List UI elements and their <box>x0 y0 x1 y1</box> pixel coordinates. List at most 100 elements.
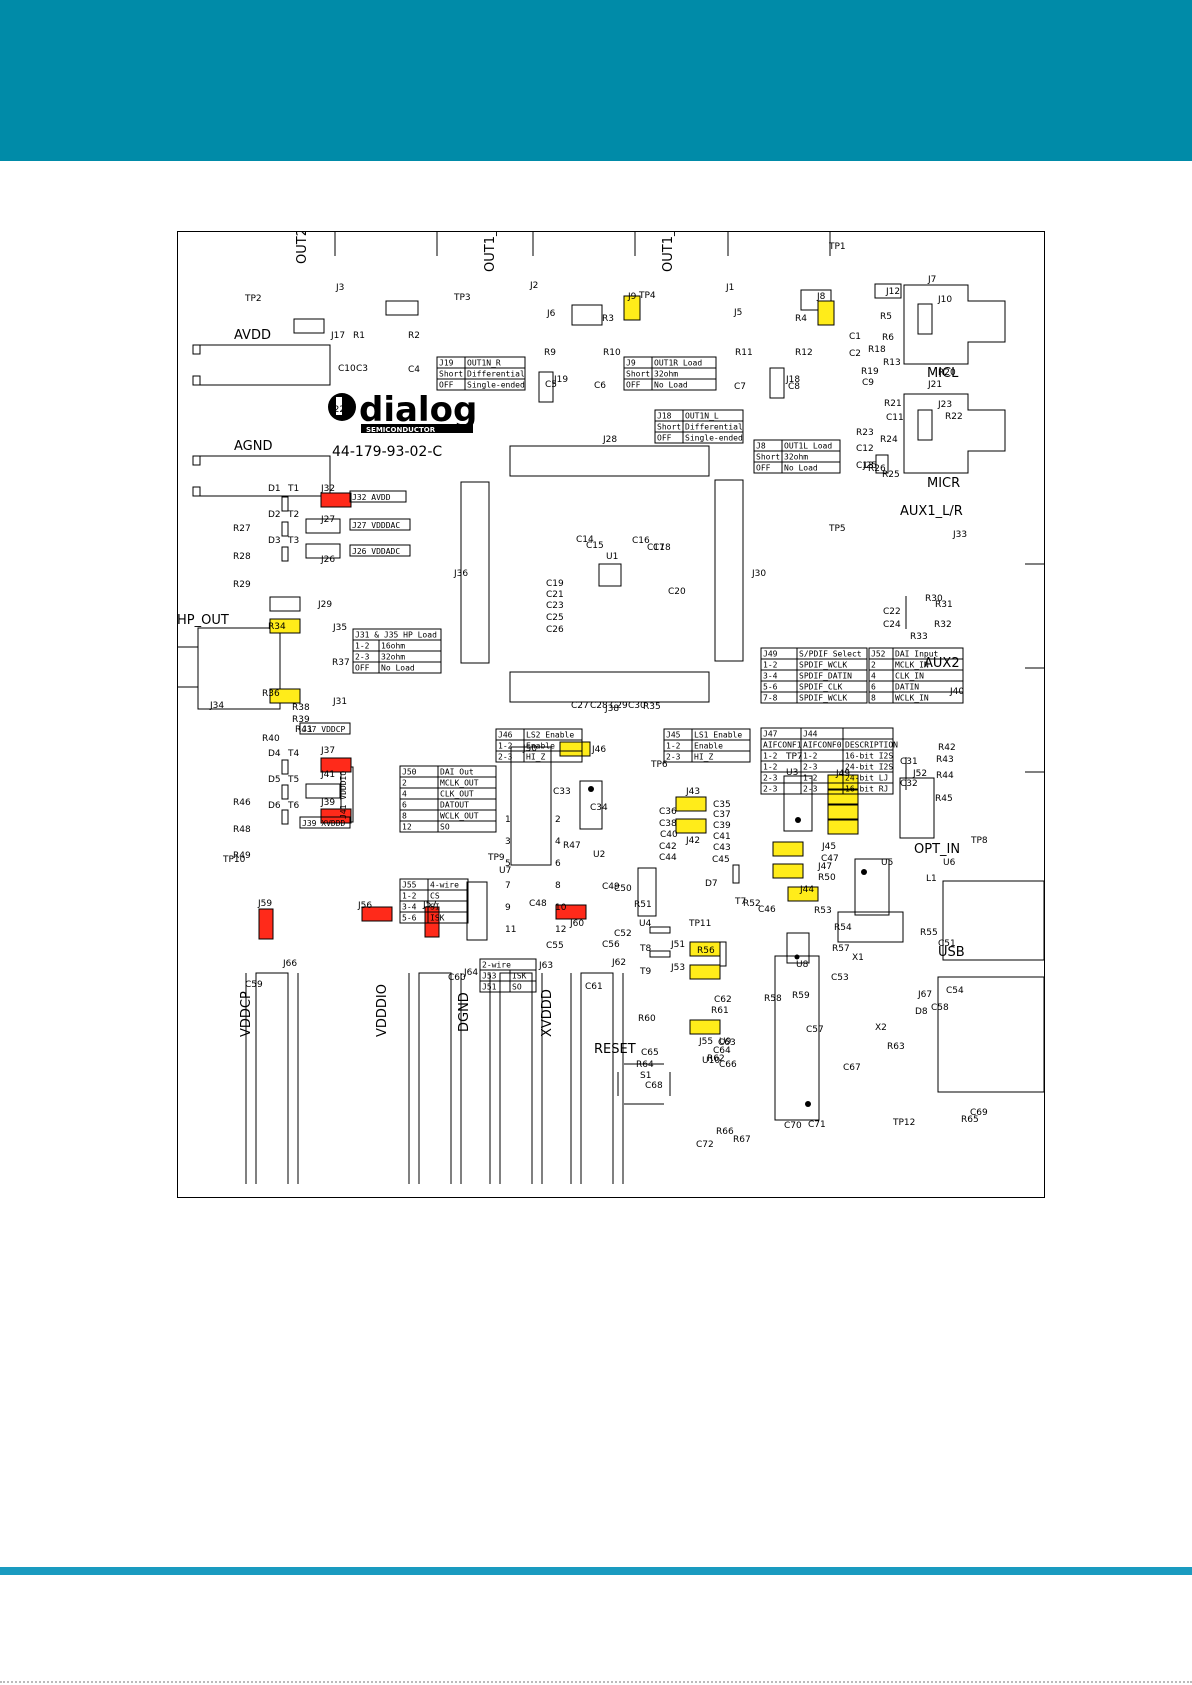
table-cell: 1-2 <box>402 892 417 901</box>
designator-c39: C39 <box>713 821 731 831</box>
table-cell: LS2 Enable <box>526 731 574 740</box>
connector-label-avdd: AVDD <box>234 328 271 343</box>
designator-j8: J8 <box>816 292 826 302</box>
designator-c32: C32 <box>900 779 918 789</box>
table-cell: 1-2 <box>803 774 818 783</box>
pin-4: 4 <box>555 837 561 847</box>
designator-j64: J64 <box>463 968 478 978</box>
designator-t1: T1 <box>287 484 299 494</box>
designator-c57: C57 <box>806 1025 824 1035</box>
designator-c10: C10 <box>338 364 356 374</box>
connector-label-dgnd: DGND <box>457 992 472 1032</box>
designator-r12: R12 <box>795 348 813 358</box>
designator-r58: R58 <box>764 994 782 1004</box>
table-cell: OFF <box>657 434 672 443</box>
table-cell: J52 <box>871 650 886 659</box>
designator-tp2: TP2 <box>244 294 262 304</box>
table-cell: OUT1L Load <box>784 442 832 451</box>
table-cell: S/PDIF Select <box>799 650 862 659</box>
designator-t5: T5 <box>287 775 299 785</box>
designator-c69: C69 <box>970 1108 988 1118</box>
designator-c16: C16 <box>632 536 650 546</box>
connector-label-out1l: OUT1_L <box>661 232 676 272</box>
designator-c65: C65 <box>641 1048 659 1058</box>
designator-r13: R13 <box>883 358 901 368</box>
pin-12: 12 <box>555 925 566 935</box>
designator-j36: J36 <box>453 569 468 579</box>
logo-word: dialog <box>359 390 477 430</box>
designator-r22: R22 <box>945 412 963 422</box>
table-cell: SPDIF_DATIN <box>799 672 852 681</box>
designator-c28: C28 <box>590 701 608 711</box>
table-cell: 1-2 <box>803 752 818 761</box>
rail-label-j41: J41 VDDDIO <box>339 771 348 819</box>
table-cell: Short <box>439 370 463 379</box>
designator-j3: J3 <box>335 283 344 293</box>
designator-r49: R49 <box>233 851 251 861</box>
designator-j37: J37 <box>320 746 335 756</box>
designator-j42: J42 <box>685 836 700 846</box>
table-cell: DATIN <box>895 683 919 692</box>
designator-r42: R42 <box>938 743 956 753</box>
rail-label-j32: J32 AVDD <box>352 493 391 502</box>
designator-c66: C66 <box>719 1060 737 1070</box>
connector-label-optin: OPT_IN <box>914 842 960 857</box>
connector-label-usb: USB <box>938 945 965 960</box>
designator-r25: R25 <box>882 470 900 480</box>
designator-r66: R66 <box>716 1127 734 1137</box>
designator-c21: C21 <box>546 590 564 600</box>
table-frame <box>760 647 868 704</box>
designator-j39: J39 <box>320 798 335 808</box>
table-cell: 1-2 <box>763 752 778 761</box>
table-cell: J47 <box>763 730 778 739</box>
designator-j17: J17 <box>330 331 345 341</box>
designator-c5: C5 <box>545 380 557 390</box>
designator-c18: C18 <box>653 543 671 553</box>
designator-c49: C49 <box>602 882 620 892</box>
table-cell: 16-bit I2S <box>845 752 893 761</box>
connector-label-reset: RESET <box>594 1042 636 1057</box>
designator-u5: U5 <box>881 858 893 868</box>
designator-j51: J51 <box>670 940 685 950</box>
table-cell: J51 <box>482 983 497 992</box>
designator-c15: C15 <box>586 541 604 551</box>
designator-c38: C38 <box>659 819 677 829</box>
designator-j32: J32 <box>320 484 335 494</box>
designator-j45: J45 <box>821 842 836 852</box>
table-cell: J50 <box>402 768 417 777</box>
table-cell: J49 <box>763 650 778 659</box>
table-cell: ISK <box>512 972 527 981</box>
designator-j23: J23 <box>937 400 952 410</box>
designator-j1: J1 <box>725 283 734 293</box>
designator-j31: J31 <box>332 697 347 707</box>
connector-label-out2: OUT2 <box>295 232 310 264</box>
rail-label-j26: J26 VDDADC <box>352 547 400 556</box>
designator-u7: U7 <box>499 866 511 876</box>
designator-r37: R37 <box>332 658 350 668</box>
designator-j47: J47 <box>817 862 832 872</box>
designator-r53: R53 <box>814 906 832 916</box>
designator-c3: C3 <box>356 364 368 374</box>
designator-r59: R59 <box>792 991 810 1001</box>
designator-x2: X2 <box>875 1023 887 1033</box>
designator-r62: R62 <box>707 1054 725 1064</box>
designator-r5: R5 <box>880 312 892 322</box>
designator-r34: R34 <box>268 622 286 632</box>
designator-d7: D7 <box>705 879 718 889</box>
table-cell: HI_Z <box>526 753 545 762</box>
designator-tp9: TP9 <box>487 853 505 863</box>
table-cell: Differential <box>467 370 525 379</box>
designator-r32: R32 <box>934 620 952 630</box>
designator-c14: C14 <box>576 535 594 545</box>
designator-c30: C30 <box>628 701 646 711</box>
connector-label-micl: MICL <box>927 366 959 381</box>
designator-c60: C60 <box>448 973 466 983</box>
table-cell: OFF <box>439 381 454 390</box>
table-cell: OFF <box>756 464 771 473</box>
table-cell: 2-3 <box>803 785 818 794</box>
designator-c67: C67 <box>843 1063 861 1073</box>
